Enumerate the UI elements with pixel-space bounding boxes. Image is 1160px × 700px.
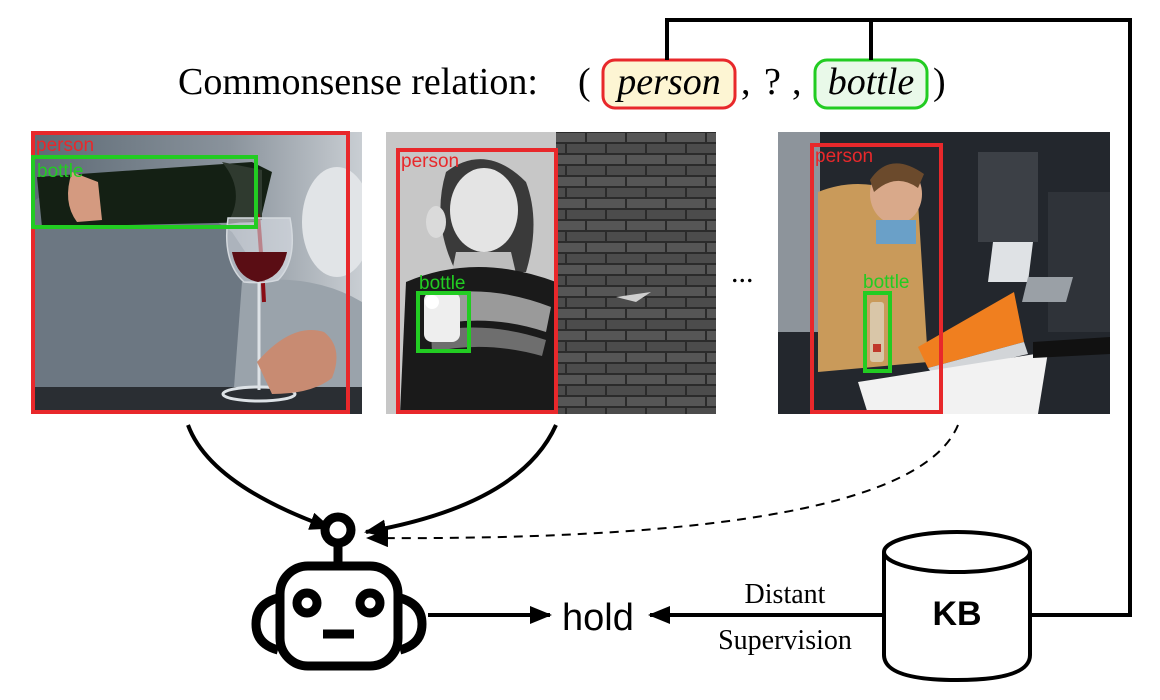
kb-label: KB xyxy=(932,595,981,633)
person-box-2 xyxy=(396,148,558,414)
kb-line-outer xyxy=(665,18,1132,617)
photo-2 xyxy=(386,132,716,414)
close-paren: ) xyxy=(933,61,946,103)
more-images-ellipsis: ... xyxy=(731,256,754,289)
person-label-1: person xyxy=(36,135,94,156)
arrow-image-3-dashed xyxy=(366,424,959,548)
photo-1 xyxy=(32,132,362,414)
person-label-2: person xyxy=(401,151,459,172)
prediction-label: hold xyxy=(562,597,634,639)
example-image-1: person bottle xyxy=(31,131,362,414)
kb-connector-lines xyxy=(665,18,1132,617)
supervision-line-1: Distant xyxy=(745,579,826,610)
object-text: bottle xyxy=(828,61,915,103)
bottle-label-1: bottle xyxy=(37,161,83,182)
example-image-3: person bottle xyxy=(778,132,1110,414)
separator-2: , xyxy=(792,61,802,103)
image-to-model-arrows xyxy=(186,424,959,548)
separator-1: , xyxy=(741,61,751,103)
title-prefix: Commonsense relation: xyxy=(178,61,538,103)
knowledge-base-cylinder xyxy=(882,530,1032,683)
arrow-image-1 xyxy=(186,424,332,530)
photo-3 xyxy=(778,132,1110,414)
arrow-image-2 xyxy=(364,424,558,538)
person-box-1 xyxy=(31,131,350,414)
unknown-relation: ? xyxy=(764,61,781,103)
subject-text: person xyxy=(614,61,720,103)
bottle-box-1 xyxy=(31,155,258,229)
bottle-label-3: bottle xyxy=(863,272,909,293)
example-image-2: person bottle xyxy=(386,132,716,414)
open-paren: ( xyxy=(578,61,591,103)
commonsense-relation-title: Commonsense relation: ( person , ? , bot… xyxy=(178,58,946,110)
person-box-3 xyxy=(810,143,943,414)
bottle-box-2 xyxy=(416,291,471,353)
bottle-label-2: bottle xyxy=(419,273,465,294)
person-label-3: person xyxy=(815,146,873,167)
supervision-line-2: Supervision xyxy=(718,625,852,656)
bottle-box-3 xyxy=(863,291,892,373)
robot-model-icon xyxy=(251,512,427,671)
